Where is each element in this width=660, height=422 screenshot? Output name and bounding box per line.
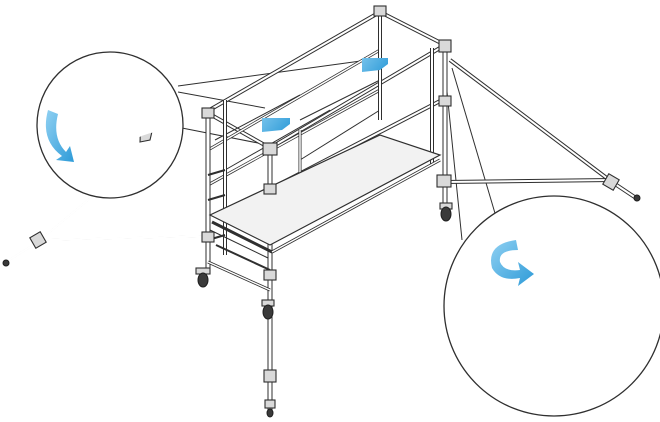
rotate-arrow-icon <box>491 240 534 286</box>
left-stabiliser-outrigger-icon <box>2 189 209 267</box>
placement-arrows <box>262 40 388 132</box>
clamp-detail-zoom-right <box>443 195 660 417</box>
rotate-arrow-icon <box>45 110 74 162</box>
tower-frame <box>201 5 452 410</box>
castor-wheel-icon <box>195 202 453 418</box>
clamp-detail-zoom-left <box>36 51 184 199</box>
right-stabiliser-outrigger-icon <box>444 58 641 202</box>
